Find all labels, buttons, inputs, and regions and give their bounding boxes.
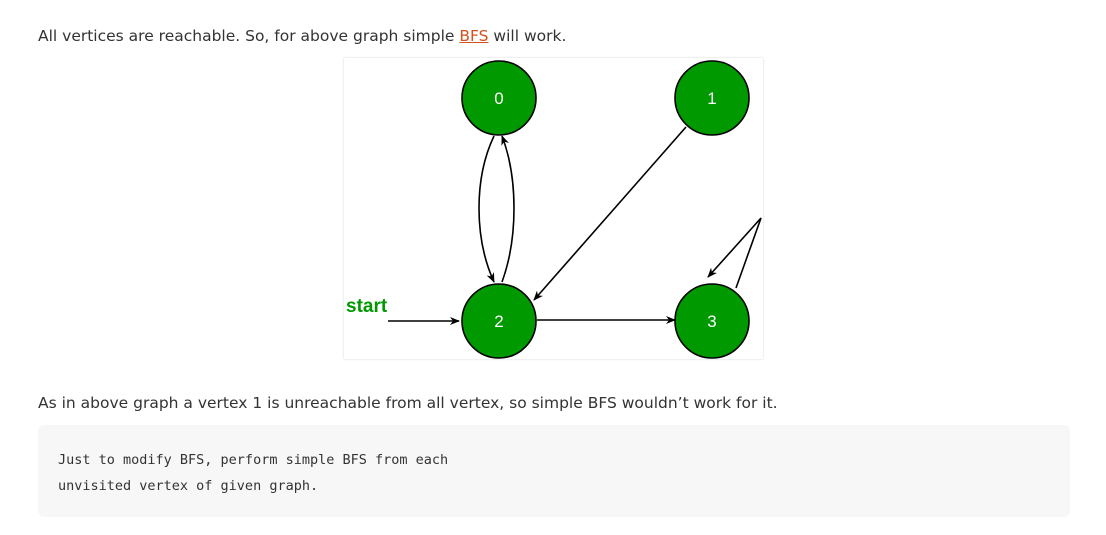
bfs-link[interactable]: BFS bbox=[459, 27, 489, 45]
node-3: 3 bbox=[674, 283, 750, 359]
node-0-label: 0 bbox=[494, 89, 503, 108]
start-label: start bbox=[346, 296, 388, 317]
intro-text-before: All vertices are reachable. So, for abov… bbox=[38, 27, 460, 45]
node-2-label: 2 bbox=[494, 312, 503, 331]
node-0: 0 bbox=[461, 60, 537, 136]
intro-text-after: will work. bbox=[488, 27, 567, 45]
graph-diagram: start 0 1 2 3 bbox=[346, 60, 762, 359]
intro-sentence: All vertices are reachable. So, for abov… bbox=[38, 26, 566, 46]
node-1-label: 1 bbox=[707, 89, 716, 108]
edge-0-to-2 bbox=[478, 135, 495, 283]
edge-1-to-2 bbox=[533, 126, 687, 301]
code-line-2: unvisited vertex of given graph. bbox=[58, 478, 319, 494]
code-text[interactable]: Just to modify BFS, perform simple BFS f… bbox=[58, 447, 1050, 499]
edge-3-to-3 bbox=[707, 217, 762, 289]
edge-2-to-0 bbox=[501, 135, 515, 283]
code-block: Just to modify BFS, perform simple BFS f… bbox=[38, 425, 1070, 517]
node-1: 1 bbox=[674, 60, 750, 136]
explanation-paragraph: As in above graph a vertex 1 is unreacha… bbox=[38, 394, 778, 412]
code-line-1: Just to modify BFS, perform simple BFS f… bbox=[58, 452, 449, 468]
node-2: 2 bbox=[461, 283, 537, 359]
graph-figure: start 0 1 2 3 bbox=[344, 58, 763, 359]
node-3-label: 3 bbox=[707, 312, 716, 331]
